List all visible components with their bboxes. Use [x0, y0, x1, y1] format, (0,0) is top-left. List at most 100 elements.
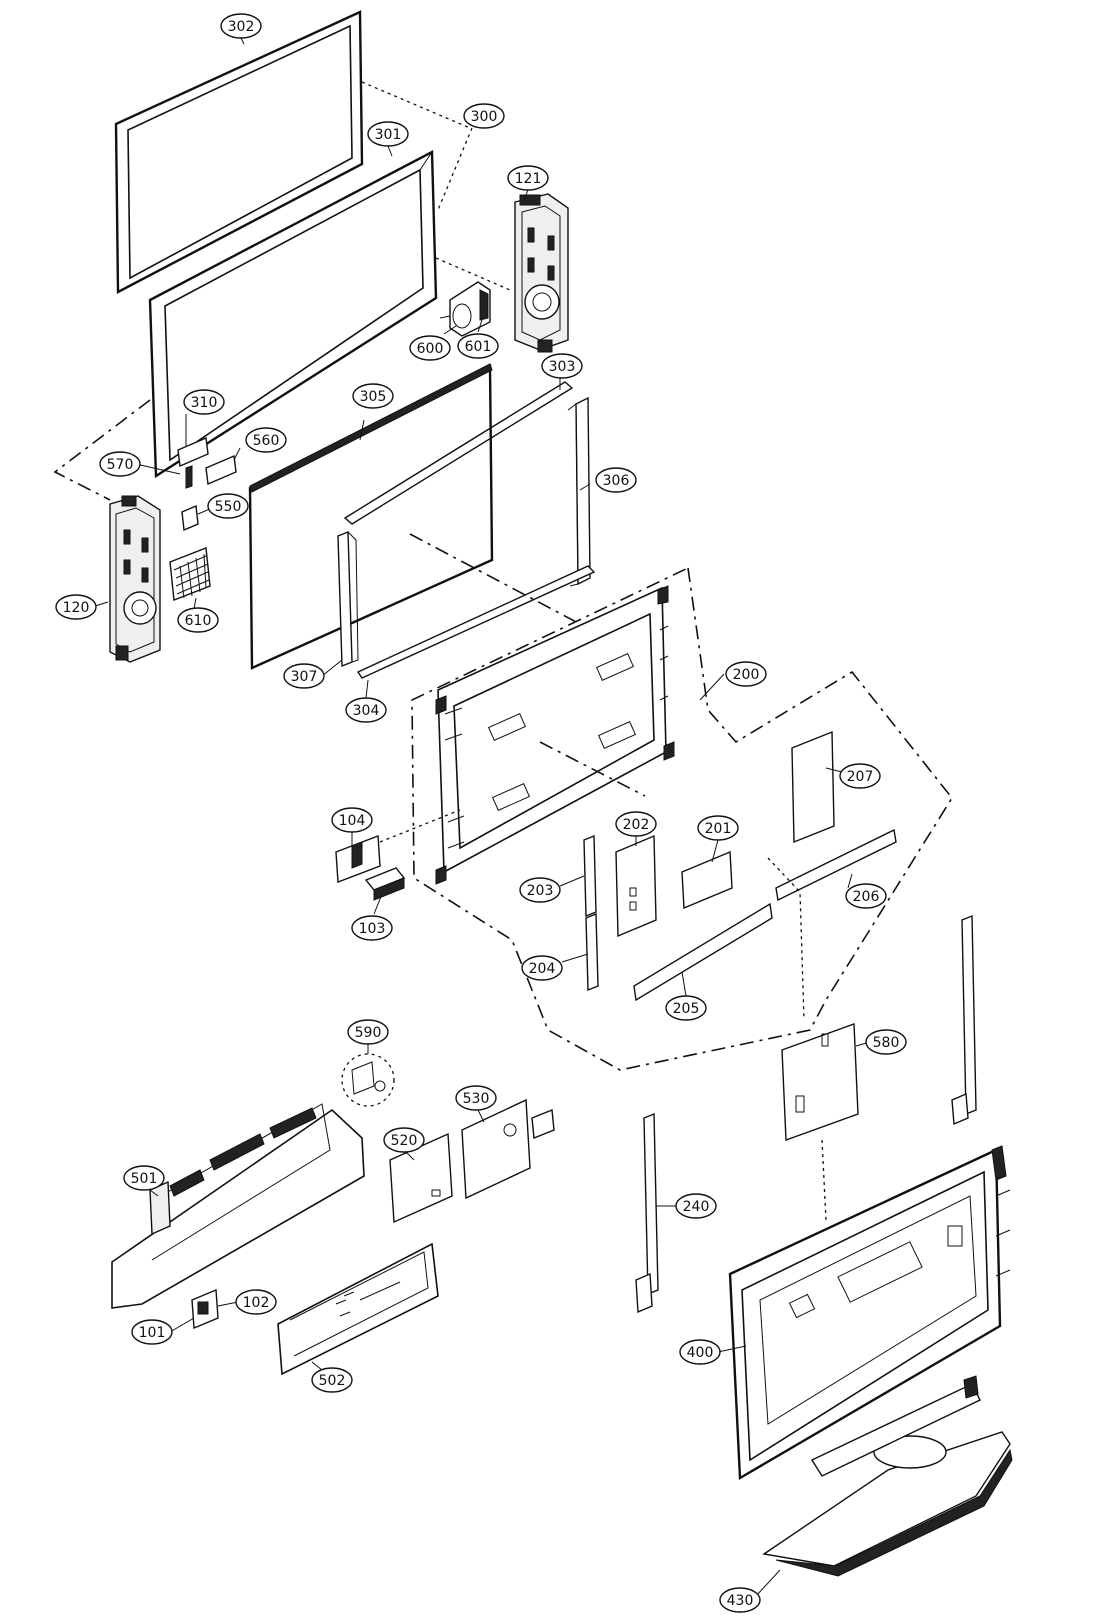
- callout-102: 102: [235, 1289, 277, 1315]
- callout-600: 600: [409, 335, 451, 361]
- callout-301: 301: [367, 121, 409, 147]
- callout-label: 400: [687, 1345, 714, 1361]
- part-240-bracket: [635, 1112, 659, 1314]
- callout-570: 570: [99, 451, 141, 477]
- part-206-rail: [775, 828, 897, 902]
- callout-label: 580: [873, 1035, 900, 1051]
- part-400-rear-cabinet: [728, 1145, 1011, 1481]
- callout-610: 610: [177, 607, 219, 633]
- callout-label: 610: [185, 613, 212, 629]
- part-501-main-board: [111, 1103, 365, 1309]
- callout-label: 205: [673, 1001, 700, 1017]
- callout-oval: [283, 663, 325, 689]
- callout-302: 302: [220, 13, 262, 39]
- callout-200: 200: [725, 661, 767, 687]
- part-307-left-bracket: [337, 530, 359, 668]
- part-101-102-jack: [191, 1288, 219, 1330]
- callout-430: 430: [719, 1587, 761, 1613]
- part-530-board: [461, 1098, 555, 1200]
- callout-oval: [383, 1127, 425, 1153]
- callout-label: 305: [360, 389, 387, 405]
- callout-oval: [457, 333, 499, 359]
- part-610-grille: [169, 547, 211, 601]
- callout-oval: [845, 883, 887, 909]
- callout-label: 101: [139, 1325, 166, 1341]
- callout-label: 204: [529, 961, 556, 977]
- callout-label: 203: [527, 883, 554, 899]
- callout-label: 103: [359, 921, 386, 937]
- callout-207: 207: [839, 763, 881, 789]
- callout-502: 502: [311, 1367, 353, 1393]
- callout-label: 303: [549, 359, 576, 375]
- callout-205: 205: [665, 995, 707, 1021]
- callout-oval: [519, 877, 561, 903]
- guide-line: [821, 1139, 827, 1221]
- callout-590: 590: [347, 1019, 389, 1045]
- callout-520: 520: [383, 1127, 425, 1153]
- callout-206: 206: [845, 883, 887, 909]
- callout-label: 102: [243, 1295, 270, 1311]
- callout-560: 560: [245, 427, 287, 453]
- part-207-board: [791, 730, 835, 844]
- callout-601: 601: [457, 333, 499, 359]
- callout-label: 300: [471, 109, 498, 125]
- leader-lines: [91, 37, 871, 1597]
- callout-oval: [99, 451, 141, 477]
- callout-120: 120: [55, 594, 97, 620]
- part-560-board: [205, 454, 237, 486]
- callout-label: 590: [355, 1025, 382, 1041]
- callout-oval: [131, 1319, 173, 1345]
- callout-oval: [347, 1019, 389, 1045]
- guide-line: [409, 533, 581, 625]
- part-430-stand: [762, 1375, 1013, 1577]
- part-120-left-speaker: [109, 495, 161, 663]
- part-550-board: [181, 504, 199, 532]
- callout-label: 306: [603, 473, 630, 489]
- callout-400: 400: [679, 1339, 721, 1365]
- callout-oval: [697, 815, 739, 841]
- guide-line: [539, 741, 646, 797]
- callout-label: 570: [107, 457, 134, 473]
- part-580-board: [781, 1023, 859, 1141]
- part-305-panel: [248, 363, 494, 670]
- part-204-rail: [585, 912, 599, 992]
- callout-300: 300: [463, 103, 505, 129]
- part-304-bottom-rail: [356, 565, 596, 679]
- callout-306: 306: [595, 467, 637, 493]
- callout-oval: [615, 811, 657, 837]
- callout-oval: [220, 13, 262, 39]
- part-200-chassis: [435, 585, 675, 885]
- callout-oval: [177, 607, 219, 633]
- callout-oval: [345, 697, 387, 723]
- callout-oval: [183, 389, 225, 415]
- part-103-block: [364, 867, 406, 901]
- part-104-bracket: [335, 835, 381, 883]
- callout-label: 121: [515, 171, 542, 187]
- callout-oval: [55, 594, 97, 620]
- callout-580: 580: [865, 1029, 907, 1055]
- part-202-board: [615, 834, 657, 938]
- guide-line: [53, 399, 151, 501]
- callout-label: 120: [63, 600, 90, 616]
- callout-530: 530: [455, 1085, 497, 1111]
- callout-202: 202: [615, 811, 657, 837]
- callout-oval: [331, 807, 373, 833]
- callout-oval: [521, 955, 563, 981]
- callout-oval: [865, 1029, 907, 1055]
- callout-oval: [463, 103, 505, 129]
- part-520-board: [389, 1132, 453, 1224]
- callout-label: 201: [705, 821, 732, 837]
- callout-label: 502: [319, 1373, 346, 1389]
- guide-line: [379, 809, 461, 843]
- part-201-board: [681, 850, 733, 910]
- callout-304: 304: [345, 697, 387, 723]
- part-302-front-bezel: [114, 10, 364, 294]
- callout-307: 307: [283, 663, 325, 689]
- callout-201: 201: [697, 815, 739, 841]
- callout-oval: [367, 121, 409, 147]
- part-306-right-bracket: [567, 396, 591, 587]
- callout-oval: [665, 995, 707, 1021]
- callout-305: 305: [352, 383, 394, 409]
- callout-oval: [245, 427, 287, 453]
